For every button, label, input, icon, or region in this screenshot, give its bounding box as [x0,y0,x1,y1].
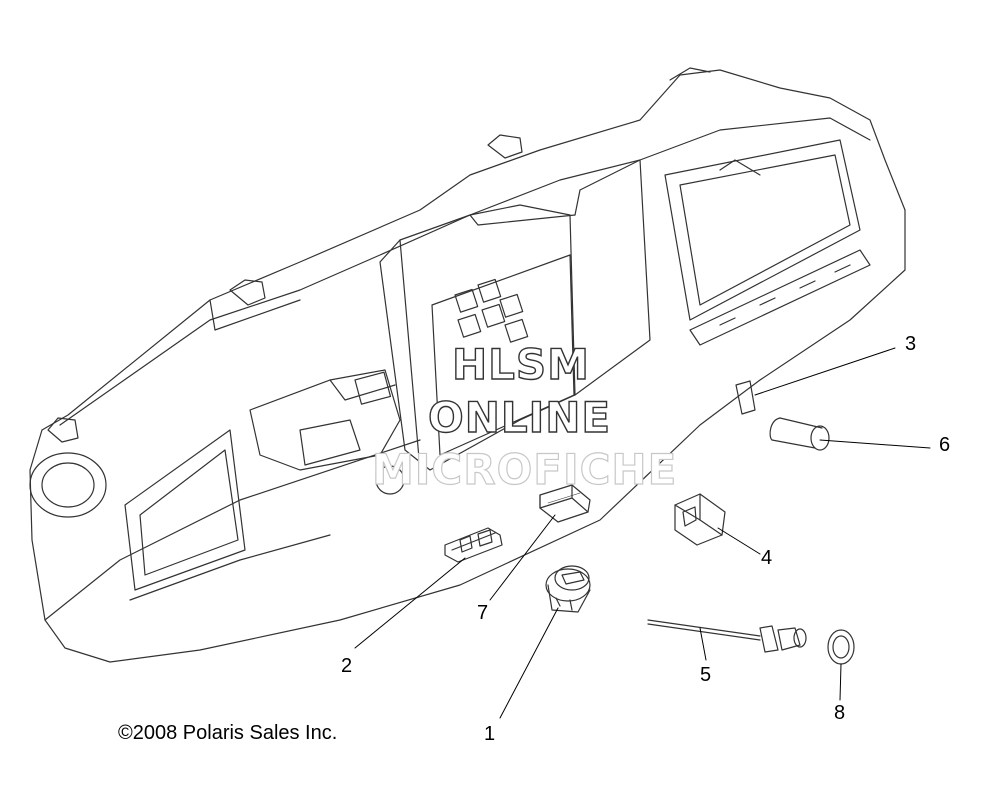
callout-3: 3 [905,333,917,355]
dashboard-panel [29,67,906,663]
part-1-ignition-switch [545,565,591,613]
part-6-tube [769,417,830,451]
callout-1: 1 [484,723,496,745]
part-8-nut [827,629,855,665]
callout-5: 5 [700,664,712,686]
callout-4: 4 [761,547,773,569]
part-7-switch [539,484,591,523]
callout-8: 8 [834,702,846,724]
part-3-pad [735,380,756,415]
callout-6: 6 [939,434,951,456]
part-4-rocker-switch [674,493,726,546]
callout-7: 7 [477,602,489,624]
leader-lines [354,347,931,719]
watermark-line-3: MICROFICHE [371,444,678,494]
part-5-sensor [647,619,807,653]
part-2-rocker-switch [444,527,503,563]
copyright-notice: ©2008 Polaris Sales Inc. [118,722,338,744]
watermark-line-2: ONLINE [427,392,612,442]
callout-2: 2 [341,655,353,677]
watermark-line-1: HLSM [451,339,590,389]
